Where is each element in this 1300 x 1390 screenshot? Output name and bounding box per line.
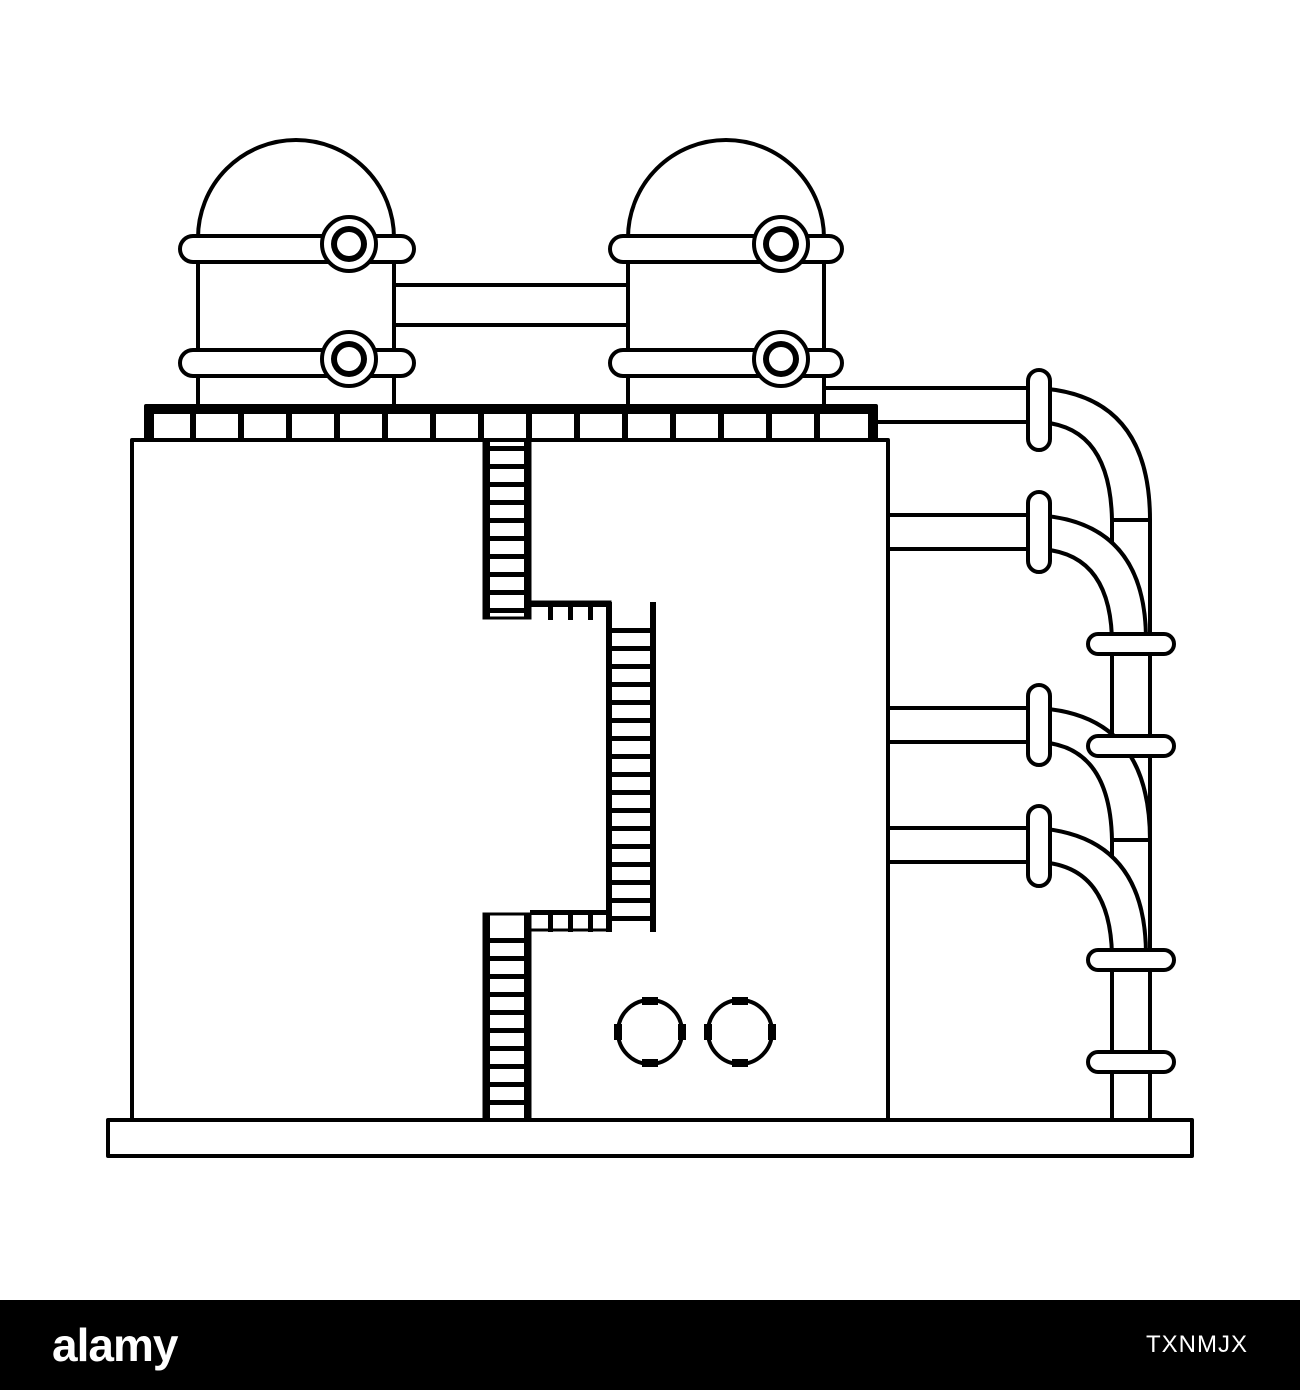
dome-connector-pipe xyxy=(388,283,632,327)
tank-body xyxy=(130,438,890,1122)
middle-ladder xyxy=(606,602,656,932)
top-railing xyxy=(144,404,878,442)
base-platform xyxy=(106,1118,1194,1158)
valve-wheel-icon xyxy=(752,215,810,273)
upper-ladder xyxy=(484,440,530,618)
valve-wheel-icon xyxy=(752,330,810,388)
hatch-icon xyxy=(614,997,686,1067)
footer-bar: alamy TXNMJX xyxy=(0,1300,1300,1390)
storage-tank-illustration xyxy=(106,138,1194,1158)
lower-ladder xyxy=(484,914,530,1120)
brand-logo: alamy xyxy=(52,1319,178,1371)
valve-wheel-icon xyxy=(320,215,378,273)
image-code: TXNMJX xyxy=(1146,1331,1248,1358)
staircase xyxy=(482,440,656,1120)
hatch-icon xyxy=(704,997,776,1067)
right-dome-vessel xyxy=(608,138,844,412)
valve-wheel-icon xyxy=(320,330,378,388)
left-dome-vessel xyxy=(178,138,416,412)
